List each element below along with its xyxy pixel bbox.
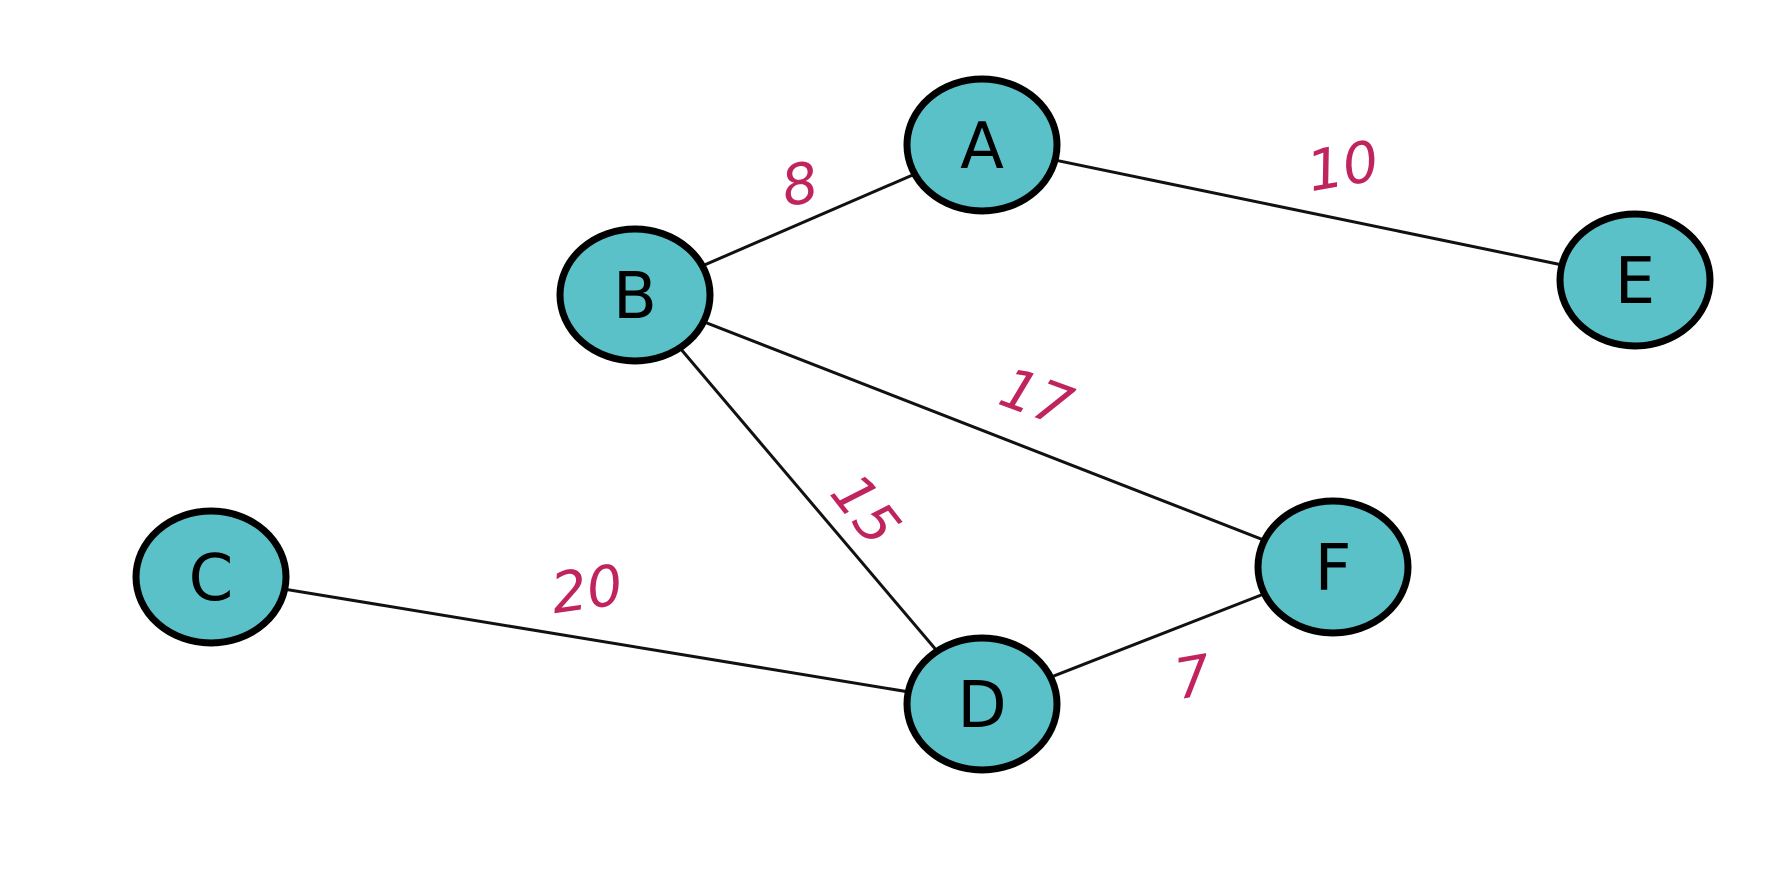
node-b: B <box>556 225 714 365</box>
edge-b-f <box>634 293 1334 569</box>
edge-b-d <box>633 294 984 705</box>
node-label-f: F <box>1315 532 1352 606</box>
edge-a-e <box>981 143 1636 282</box>
node-a: A <box>903 75 1061 215</box>
node-circle-a <box>903 75 1061 215</box>
edge-weight-b-d: 15 <box>817 462 912 558</box>
edge-c-d <box>210 575 983 706</box>
edge-weight-c-d: 20 <box>547 553 627 627</box>
nodes-layer: A B C D E F <box>132 75 1714 774</box>
node-e: E <box>1556 210 1714 350</box>
node-label-a: A <box>960 110 1004 184</box>
node-label-d: D <box>957 669 1006 743</box>
node-circle-f <box>1254 497 1412 637</box>
node-label-c: C <box>189 542 234 616</box>
edge-weight-b-f: 17 <box>991 355 1081 441</box>
node-label-b: B <box>613 260 657 334</box>
edge-weight-d-f: 7 <box>1170 643 1217 713</box>
edge-weight-a-e: 10 <box>1302 129 1383 205</box>
node-circle-e <box>1556 210 1714 350</box>
node-circle-c <box>132 507 290 647</box>
node-f: F <box>1254 497 1412 637</box>
node-d: D <box>903 634 1061 774</box>
node-label-e: E <box>1615 245 1655 319</box>
edge-weights-layer: 8 10 17 15 20 7 <box>547 129 1384 713</box>
node-circle-d <box>903 634 1061 774</box>
node-circle-b <box>556 225 714 365</box>
edge-weight-b-a: 8 <box>777 150 823 220</box>
node-c: C <box>132 507 290 647</box>
edges-layer <box>210 143 1636 706</box>
